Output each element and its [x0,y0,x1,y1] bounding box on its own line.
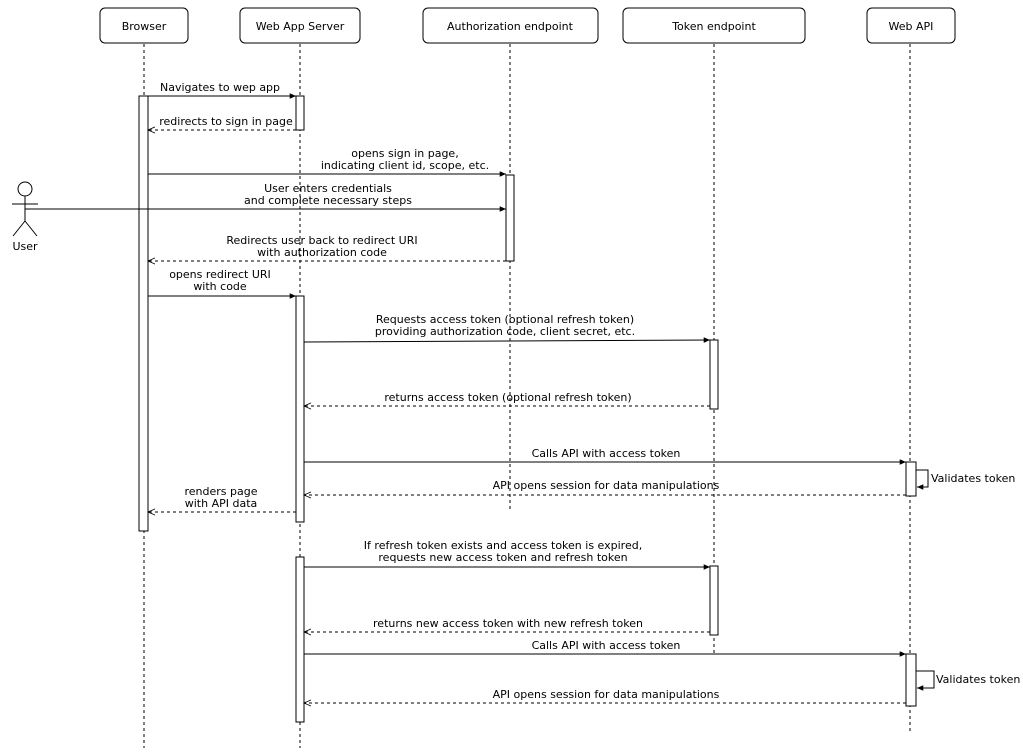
message-3-label-line1: opens sign in page, [351,147,458,160]
participant-auth: Authorization endpoint [422,7,599,44]
message-13-label-line2: requests new access token and refresh to… [378,551,627,564]
message-10: Validates token [916,469,1015,490]
activation-server-1 [295,95,305,131]
message-16: Validates token [916,670,1020,691]
participant-browser: Browser [99,7,189,44]
message-10-label: Validates token [931,472,1015,485]
activation-token-2 [709,565,719,636]
message-14-label: returns new access token with new refres… [373,617,643,630]
message-15-label: Calls API with access token [532,639,681,652]
participant-token: Token endpoint [622,7,806,44]
participant-server-label: Web App Server [256,20,345,33]
participant-browser-label: Browser [122,20,167,33]
message-4-label-line2: and complete necessary steps [244,194,412,207]
actor-user: User [12,181,38,253]
message-7: Requests access token (optional refresh … [303,313,711,343]
stick-figure-icon [12,181,38,237]
participant-auth-label: Authorization endpoint [447,20,574,33]
activation-server-2 [295,295,305,523]
message-12-label-line1: renders page [185,485,258,498]
message-5-label-line1: Redirects user back to redirect URI [226,234,417,247]
message-2-label: redirects to sign in page [159,115,293,128]
message-17: API opens session for data manipulations [304,688,906,703]
message-5: Redirects user back to redirect URI with… [148,234,506,261]
actor-user-label: User [12,240,38,253]
activation-api-1 [905,461,917,497]
message-1-label: Navigates to wep app [160,81,280,94]
activation-browser-1 [138,95,149,532]
message-4-label-line1: User enters credentials [264,182,392,195]
message-7-label-line1: Requests access token (optional refresh … [376,313,634,326]
activation-server-3 [295,556,305,723]
message-8: returns access token (optional refresh t… [304,391,710,406]
message-9: Calls API with access token [304,447,906,465]
participant-token-label: Token endpoint [671,20,756,33]
message-15: Calls API with access token [304,639,906,657]
message-6: opens redirect URI with code [148,268,296,299]
message-3-label-line2: indicating client id, scope, etc. [321,159,489,172]
message-5-label-line2: with authorization code [257,246,387,259]
message-4: User enters credentials and complete nec… [25,182,506,212]
message-8-label: returns access token (optional refresh t… [384,391,631,404]
message-1: Navigates to wep app [148,81,296,99]
message-16-label: Validates token [936,673,1020,686]
message-14: returns new access token with new refres… [304,617,710,632]
message-7-label-line2: providing authorization code, client sec… [375,325,635,338]
message-13-label-line1: If refresh token exists and access token… [364,539,642,552]
activation-auth-1 [505,174,515,262]
message-11-label: API opens session for data manipulations [493,479,720,492]
message-17-label: API opens session for data manipulations [493,688,720,701]
message-6-label-line2: with code [193,280,247,293]
message-9-label: Calls API with access token [532,447,681,460]
message-6-label-line1: opens redirect URI [169,268,271,281]
participant-api-label: Web API [889,20,934,33]
message-12: renders page with API data [148,485,296,512]
message-12-label-line2: with API data [185,497,258,510]
participant-api: Web API [866,7,956,44]
message-11: API opens session for data manipulations [304,479,906,495]
message-3: opens sign in page, indicating client id… [148,147,506,177]
message-13: If refresh token exists and access token… [304,539,710,570]
activation-api-2 [905,653,917,707]
participant-server: Web App Server [239,7,361,44]
activation-token-1 [709,339,719,410]
message-2: redirects to sign in page [148,115,296,130]
